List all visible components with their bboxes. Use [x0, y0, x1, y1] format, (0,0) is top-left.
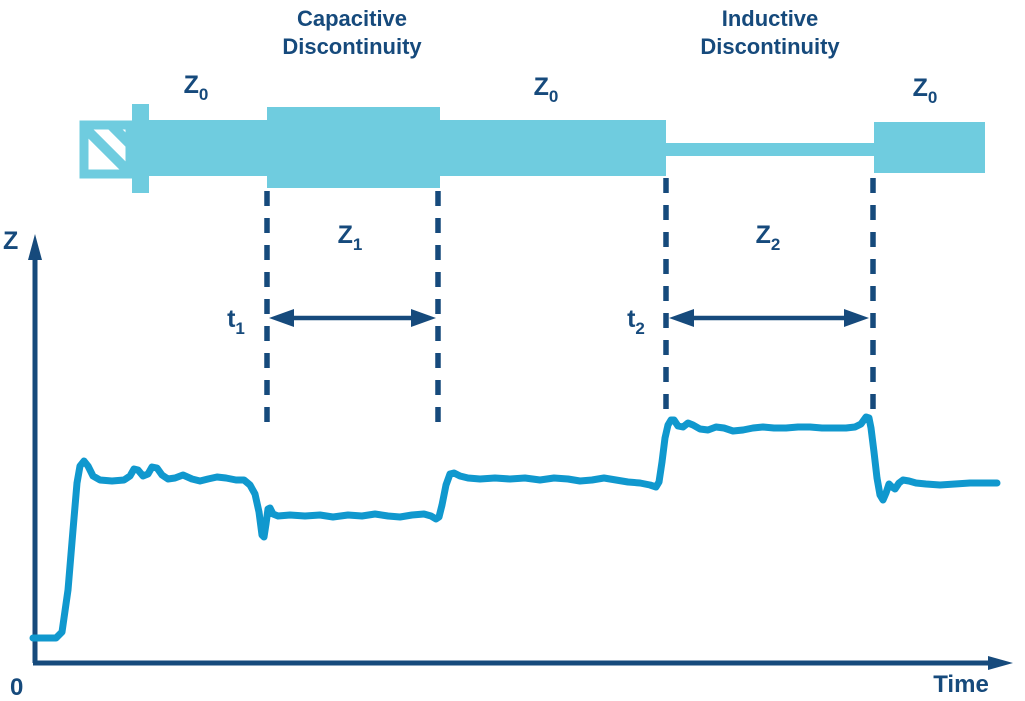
x-axis-label: Time — [933, 671, 989, 698]
t1-arrowhead-right — [411, 309, 436, 327]
x-axis — [33, 656, 1013, 670]
origin-label: 0 — [10, 674, 23, 701]
t2-arrowhead-left — [669, 309, 694, 327]
connector-hatch-stripes — [87, 129, 127, 171]
z1-label: Z1 — [338, 221, 363, 254]
inductive-thin-line — [665, 143, 875, 156]
right-line-segment — [874, 122, 985, 173]
inductive-title-line1: Inductive — [722, 6, 819, 31]
inductive-title-line2: Discontinuity — [700, 34, 840, 59]
t1-arrowhead-left — [269, 309, 294, 327]
impedance-trace — [29, 413, 1001, 642]
z0-label-left: Z0 — [184, 71, 209, 104]
y-axis — [28, 234, 42, 663]
capacitive-title-line1: Capacitive — [297, 6, 407, 31]
y-axis-arrowhead — [28, 234, 42, 260]
connector-hatch-box — [79, 120, 135, 179]
y-axis-label: Z — [3, 227, 18, 255]
z0-label-mid: Z0 — [534, 73, 559, 106]
t2-arrowhead-right — [844, 309, 869, 327]
z2-label: Z2 — [756, 221, 781, 254]
t2-arrow — [669, 309, 869, 327]
t2-label: t2 — [627, 305, 645, 338]
x-axis-arrowhead — [988, 656, 1013, 670]
capacitive-title-line2: Discontinuity — [282, 34, 422, 59]
capacitive-block — [267, 107, 440, 188]
t1-arrow — [269, 309, 436, 327]
z0-label-right: Z0 — [913, 74, 938, 107]
t1-label: t1 — [227, 305, 245, 338]
